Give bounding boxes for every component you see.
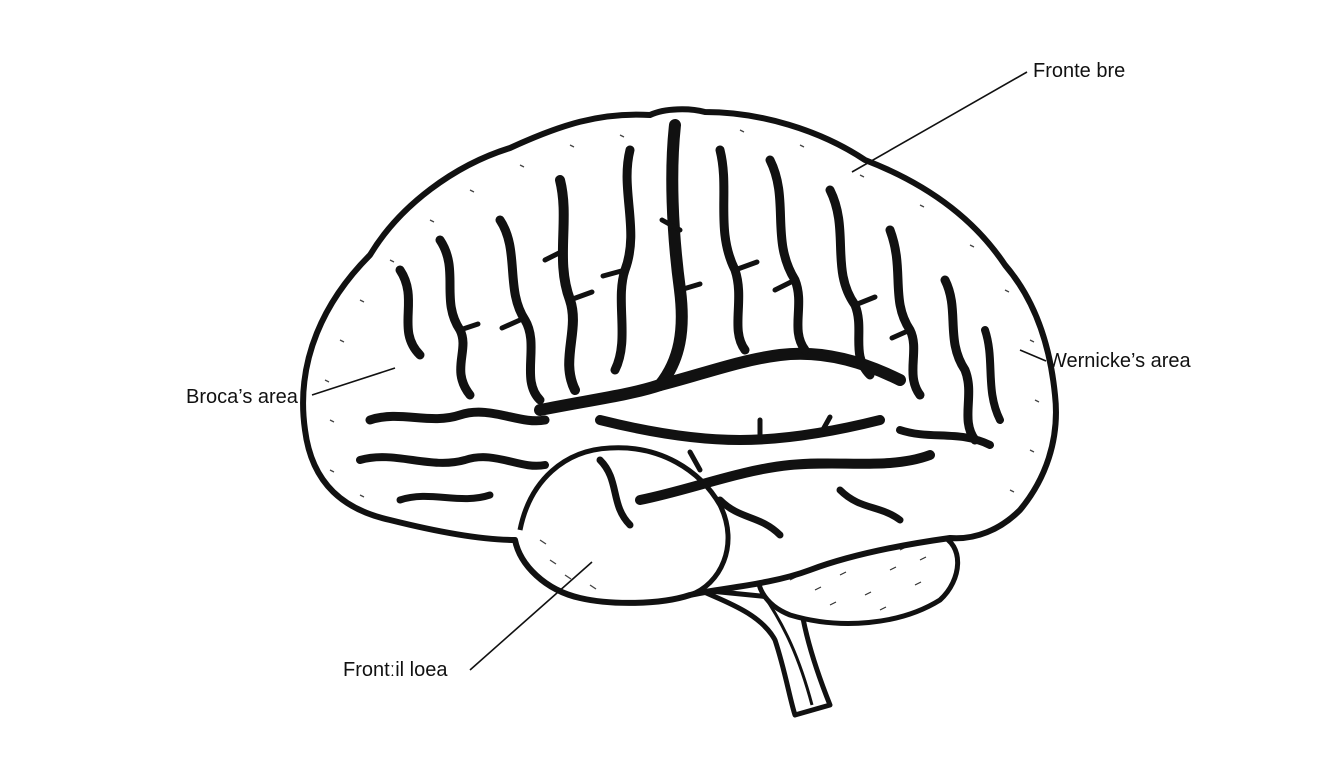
cerebellum-texture	[789, 546, 927, 611]
sulci-branches	[457, 217, 913, 473]
leader-top-right	[851, 71, 1028, 173]
leader-right	[1019, 349, 1047, 362]
leader-left	[311, 367, 396, 396]
label-frontil-loea: Frontːil loea	[343, 659, 448, 681]
label-wernickes-area: Wernicke’s area	[1048, 350, 1191, 372]
cortex-texture	[324, 129, 1040, 590]
label-brocas-area: Broca’s area	[186, 386, 298, 408]
label-fronte-bre: Fronte bre	[1033, 60, 1126, 82]
leader-lines	[311, 71, 1047, 671]
temporal-lobe	[517, 445, 731, 598]
leader-bottom	[469, 561, 593, 671]
brainstem	[697, 587, 833, 718]
